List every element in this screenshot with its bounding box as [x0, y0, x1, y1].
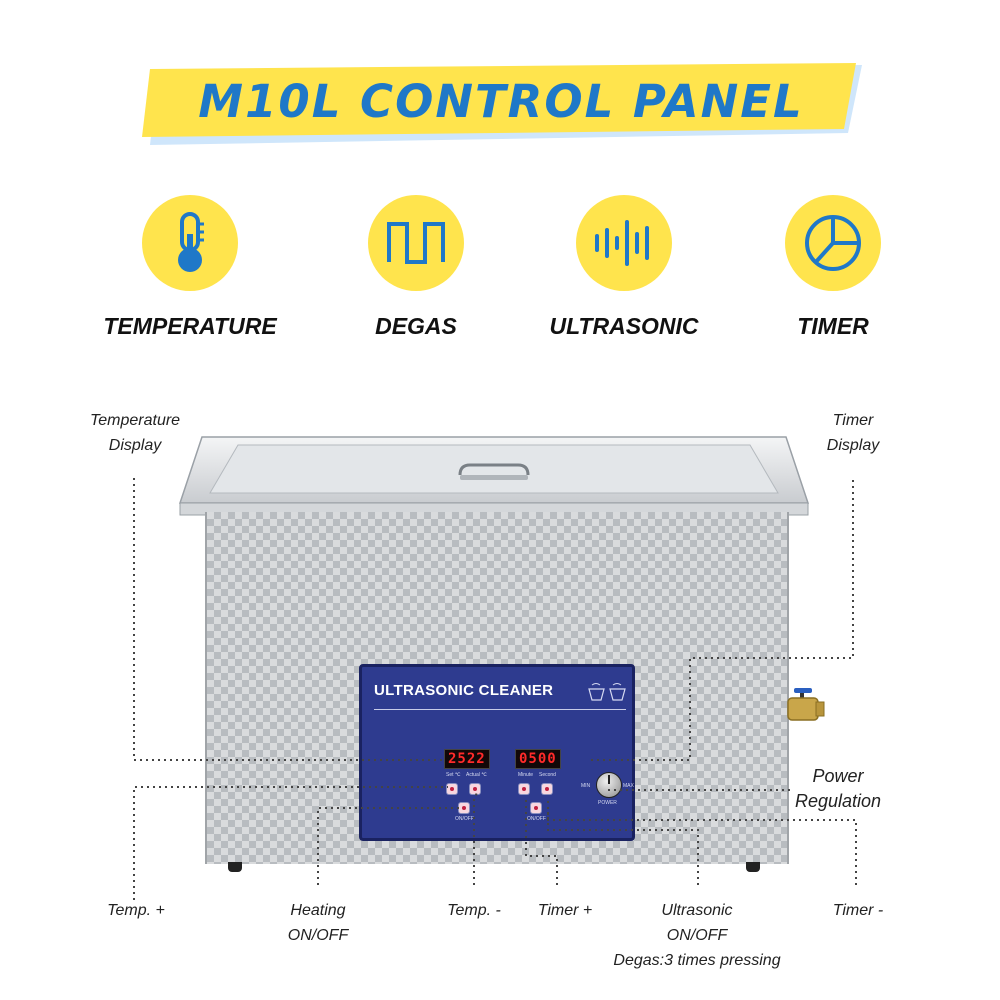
square-wave-icon [368, 195, 464, 291]
min-label: MIN [581, 783, 591, 789]
callout-timer-minus: Timer - [832, 902, 884, 919]
callout-power-regulation: Power Regulation [794, 766, 882, 811]
wash-symbols-icon [588, 683, 626, 701]
temp-minus-button[interactable] [470, 784, 480, 794]
second-label: Second [539, 772, 556, 778]
timer-display: 0500 [515, 749, 561, 769]
feature-ultrasonic: ULTRASONIC [534, 195, 714, 340]
power-label: POWER [598, 800, 617, 806]
tank-foot-left [228, 862, 242, 872]
timer-minus-button[interactable] [542, 784, 552, 794]
title-banner: M10L CONTROL PANEL [140, 63, 862, 145]
control-panel: ULTRASONIC CLEANER 2522 0500 Set ℃ Actua… [359, 664, 635, 841]
panel-title: ULTRASONIC CLEANER [374, 682, 554, 699]
feature-label-temperature: TEMPERATURE [103, 313, 277, 339]
tank-foot-right [746, 862, 760, 872]
feature-label-ultrasonic: ULTRASONIC [549, 313, 699, 339]
heating-onoff-label: ON/OFF [455, 816, 474, 822]
callout-timer-display: Timer Display [826, 412, 880, 454]
drain-valve[interactable] [786, 688, 826, 726]
callout-ultrasonic: Ultrasonic ON/OFF Degas:3 times pressing [613, 902, 781, 969]
set-temp-label: Set ℃ [446, 772, 461, 778]
heating-onoff-button[interactable] [459, 803, 469, 813]
timer-plus-button[interactable] [519, 784, 529, 794]
feature-label-degas: DEGAS [375, 313, 457, 339]
temp-plus-button[interactable] [447, 784, 457, 794]
minute-label: Minute [518, 772, 534, 778]
callout-temp-plus: Temp. + [107, 902, 165, 919]
sound-wave-icon [576, 195, 672, 291]
actual-temp-label: Actual ℃ [466, 772, 487, 778]
panel-divider [374, 709, 626, 710]
callout-temp-minus: Temp. - [447, 902, 501, 919]
feature-timer: TIMER [743, 195, 923, 340]
feature-degas: DEGAS [326, 195, 506, 340]
callout-heating: Heating ON/OFF [287, 902, 349, 944]
feature-label-timer: TIMER [797, 313, 869, 339]
thermometer-icon [142, 195, 238, 291]
max-label: MAX [623, 783, 634, 789]
banner-shape [142, 63, 862, 145]
temperature-display: 2522 [444, 749, 490, 769]
power-regulation-knob[interactable] [596, 772, 622, 798]
callout-temperature-display: Temperature Display [89, 412, 181, 454]
callout-timer-plus: Timer + [537, 902, 593, 919]
ultrasonic-onoff-button[interactable] [531, 803, 541, 813]
feature-temperature: TEMPERATURE [100, 195, 280, 340]
timer-pie-icon [785, 195, 881, 291]
ultrasonic-onoff-label: ON/OFF [527, 816, 546, 822]
page-title: M10L CONTROL PANEL [198, 75, 804, 128]
